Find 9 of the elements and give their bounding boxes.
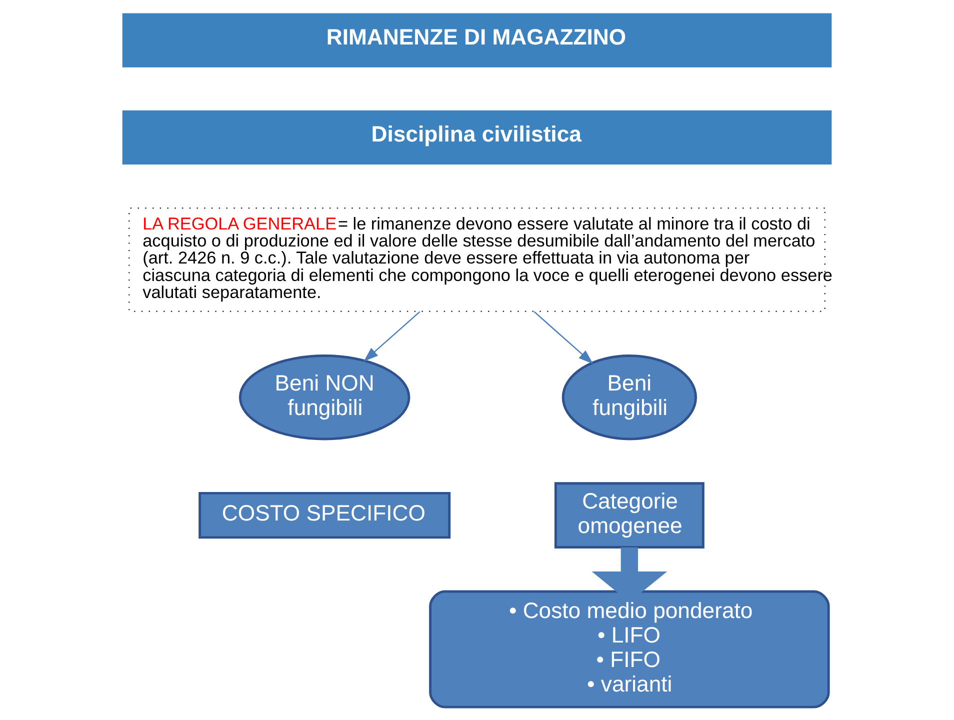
node-ellipse: Beni fungibili xyxy=(562,354,698,440)
node-ellipse: Beni NON fungibili xyxy=(238,354,410,440)
node-box: • Costo medio ponderato • LIFO • FIFO • varianti xyxy=(429,590,830,708)
node-box: Categorie omogenee xyxy=(554,482,704,548)
node-box: RIMANENZE DI MAGAZZINO xyxy=(122,12,832,67)
node-box: Disciplina civilistica xyxy=(122,110,832,164)
arrow xyxy=(534,310,594,364)
arrow xyxy=(364,310,420,362)
node-box: COSTO SPECIFICO xyxy=(198,491,451,538)
